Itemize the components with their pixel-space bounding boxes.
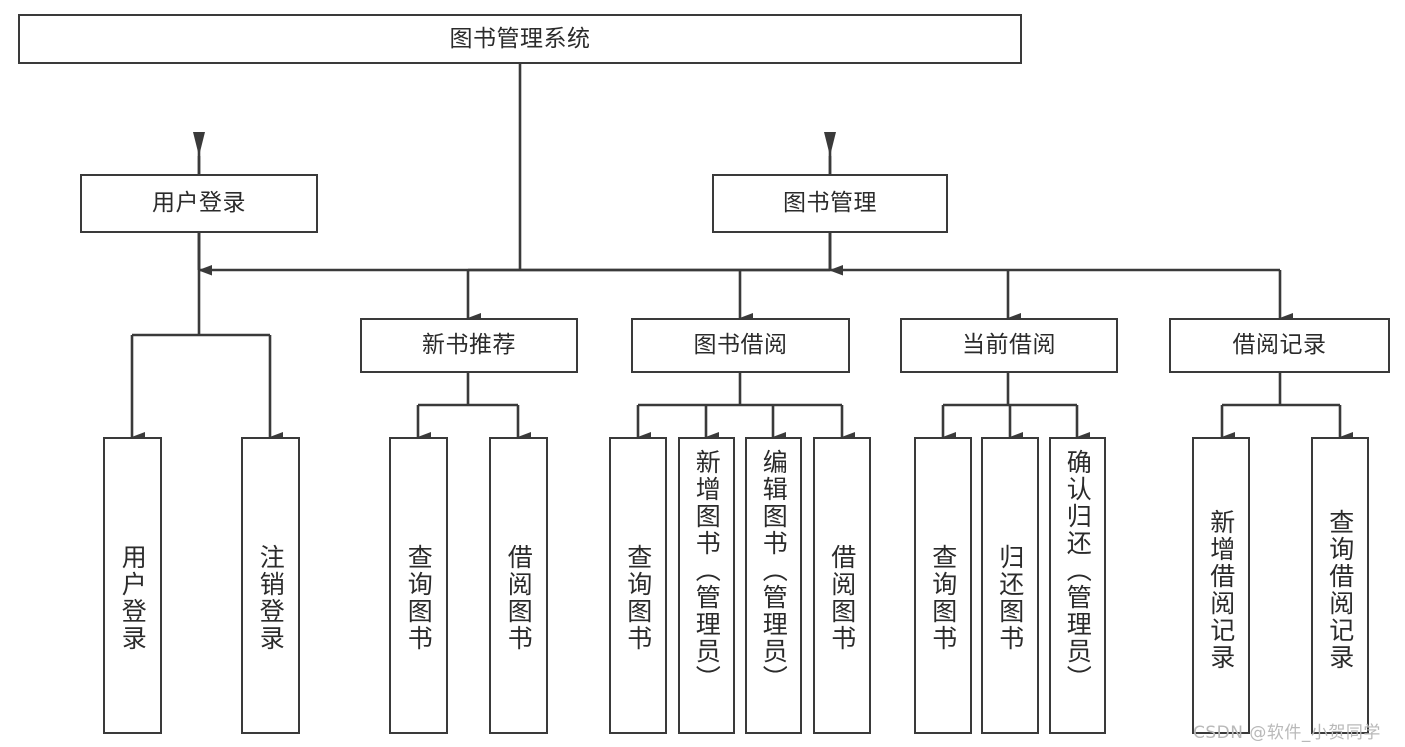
leaf-user-login-login[interactable]: 用户登录 — [103, 437, 162, 734]
node-borrow-record-label: 借阅记录 — [1232, 332, 1327, 359]
leaf-borrow-query-book[interactable]: 查询图书 — [609, 437, 667, 734]
leaf-user-login-logout[interactable]: 注销登录 — [241, 437, 300, 734]
leaf-current-confirm-return[interactable]: 确认归还（管理员） — [1049, 437, 1106, 734]
node-root[interactable]: 图书管理系统 — [18, 14, 1022, 64]
leaf-borrow-add-book-label: 新增图书（管理员） — [692, 449, 722, 692]
leaf-borrow-edit-book-label: 编辑图书（管理员） — [759, 449, 789, 692]
leaf-record-add-record-label: 新增借阅记录 — [1206, 509, 1236, 671]
node-user-login[interactable]: 用户登录 — [80, 174, 318, 233]
leaf-borrow-add-book[interactable]: 新增图书（管理员） — [678, 437, 735, 734]
node-borrow-record[interactable]: 借阅记录 — [1169, 318, 1390, 373]
leaf-recommend-borrow-book[interactable]: 借阅图书 — [489, 437, 548, 734]
leaf-user-login-login-label: 用户登录 — [118, 544, 148, 652]
node-new-book-recommend-label: 新书推荐 — [422, 332, 516, 359]
leaf-borrow-edit-book[interactable]: 编辑图书（管理员） — [745, 437, 802, 734]
leaf-borrow-query-book-label: 查询图书 — [623, 544, 653, 652]
node-book-management-label: 图书管理 — [783, 190, 877, 217]
leaf-recommend-borrow-book-label: 借阅图书 — [504, 544, 534, 652]
leaf-borrow-borrow-book[interactable]: 借阅图书 — [813, 437, 871, 734]
leaf-user-login-logout-label: 注销登录 — [256, 544, 286, 652]
leaf-current-confirm-return-label: 确认归还（管理员） — [1063, 449, 1093, 692]
node-book-borrow-label: 图书借阅 — [693, 332, 788, 359]
node-current-borrow[interactable]: 当前借阅 — [900, 318, 1118, 373]
leaf-recommend-query-book[interactable]: 查询图书 — [389, 437, 448, 734]
leaf-recommend-query-book-label: 查询图书 — [404, 544, 434, 652]
node-new-book-recommend[interactable]: 新书推荐 — [360, 318, 578, 373]
leaf-current-return-book[interactable]: 归还图书 — [981, 437, 1039, 734]
csdn-watermark: CSDN @软件_小贺同学 — [1193, 723, 1381, 743]
node-book-borrow[interactable]: 图书借阅 — [631, 318, 850, 373]
leaf-current-return-book-label: 归还图书 — [995, 544, 1025, 652]
leaf-current-query-book-label: 查询图书 — [928, 544, 958, 652]
leaf-current-query-book[interactable]: 查询图书 — [914, 437, 972, 734]
leaf-borrow-borrow-book-label: 借阅图书 — [827, 544, 857, 652]
node-root-label: 图书管理系统 — [449, 25, 591, 52]
leaf-record-add-record[interactable]: 新增借阅记录 — [1192, 437, 1250, 734]
node-current-borrow-label: 当前借阅 — [962, 332, 1056, 359]
node-book-management[interactable]: 图书管理 — [712, 174, 948, 233]
leaf-record-query-record[interactable]: 查询借阅记录 — [1311, 437, 1369, 734]
node-user-login-label: 用户登录 — [152, 190, 246, 217]
leaf-record-query-record-label: 查询借阅记录 — [1325, 509, 1355, 671]
